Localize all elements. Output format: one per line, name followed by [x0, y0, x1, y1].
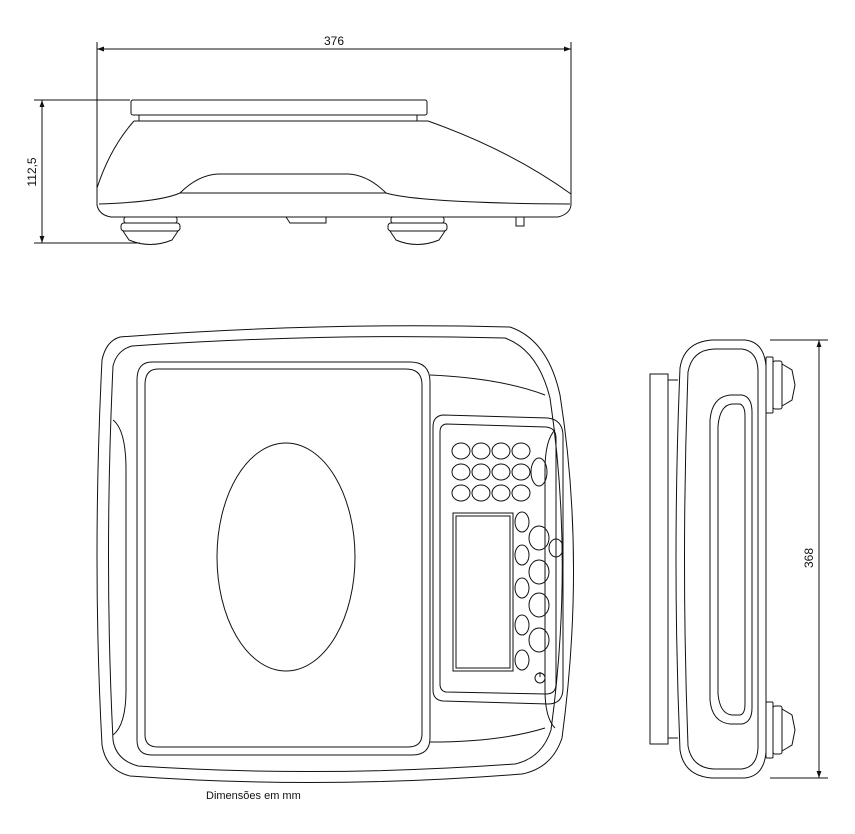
height-dimension-label: 112,5 [25, 157, 39, 186]
width-dimension-label: 376 [324, 34, 344, 48]
depth-dimension-label: 368 [802, 548, 816, 568]
side-weighing-plate [130, 99, 428, 116]
end-grip-recess-inner [717, 403, 746, 716]
side-foot-right [387, 216, 448, 245]
top-weighing-platform-inner [144, 368, 423, 748]
top-housing-inner-outline [108, 336, 563, 773]
side-foot-left [120, 216, 181, 245]
end-housing [675, 339, 767, 779]
top-platform-edge-upper [429, 374, 546, 396]
top-right-grip [544, 429, 556, 729]
top-weighing-platform [136, 361, 431, 756]
display-window-inner [455, 515, 511, 669]
side-view [34, 42, 572, 245]
keypad-panel-inner [439, 423, 557, 695]
end-weighing-plate [649, 373, 669, 745]
top-housing-outline [96, 325, 575, 784]
end-housing-inner [684, 348, 759, 770]
function-keys [514, 511, 564, 671]
side-connector [515, 216, 525, 227]
top-view [96, 325, 575, 784]
keypad-panel [432, 414, 564, 705]
power-icon [534, 672, 546, 684]
end-foot-bottom [765, 701, 796, 759]
side-housing [96, 120, 572, 218]
caption: Dimensões em mm [206, 790, 301, 802]
numeric-keys [451, 442, 548, 502]
side-bottom-plate [285, 216, 327, 224]
top-platform-edge-lower [429, 727, 546, 743]
end-grip-recess [709, 394, 753, 725]
end-view [649, 339, 828, 779]
top-oval-pan [216, 442, 356, 672]
top-left-grip [112, 419, 127, 736]
end-foot-top [765, 356, 796, 414]
display-window [452, 512, 514, 672]
side-housing-contour [98, 173, 571, 205]
